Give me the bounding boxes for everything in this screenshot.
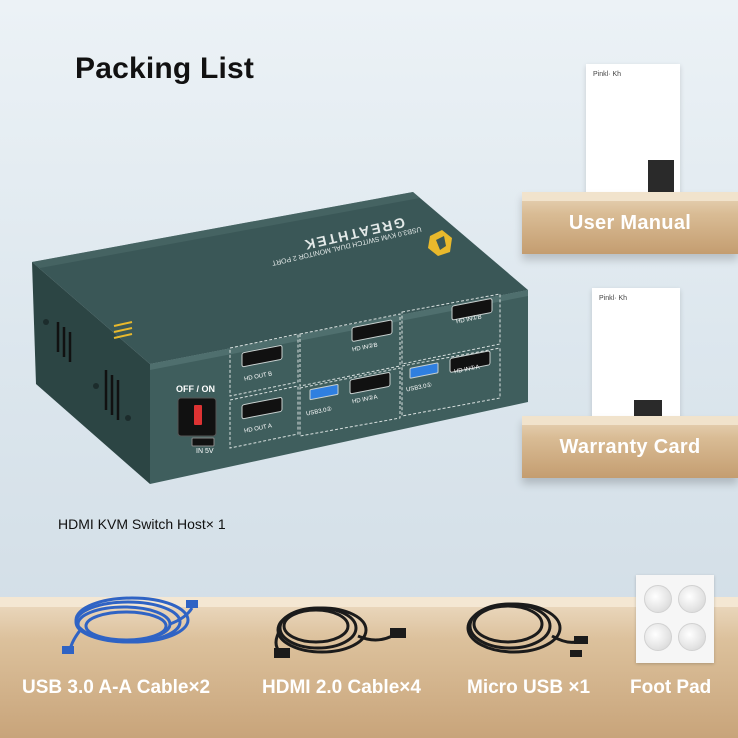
hdmi-port-in-1a <box>449 350 491 373</box>
foot-pad <box>678 585 706 613</box>
hdmi-port-in-2b <box>351 319 393 342</box>
usb-cable-bundle <box>68 596 194 651</box>
warranty-card-shelf: Warranty Card <box>522 416 738 478</box>
warranty-card-document: Pinkl· Kh <box>592 288 680 424</box>
device-top-face <box>32 192 528 364</box>
power-in-port <box>191 437 215 447</box>
micro-usb-cable-bundle <box>466 602 577 654</box>
user-manual-shelf: User Manual <box>522 192 738 254</box>
foot-pad <box>678 623 706 651</box>
hdmi-cable-label: HDMI 2.0 Cable×4 <box>262 677 421 698</box>
document-sticker <box>634 400 662 420</box>
warranty-card-label: Warranty Card <box>559 436 701 458</box>
document-sticker <box>648 160 674 192</box>
device-side-face <box>32 262 150 484</box>
power-label: OFF / ON <box>176 384 215 394</box>
hdmi-port-in-1b <box>451 298 493 321</box>
foot-pad-label: Foot Pad <box>630 677 712 698</box>
hdmi-cable-bundle <box>274 606 393 654</box>
power-in-label: IN 5V <box>196 448 214 455</box>
device-front-face <box>150 290 528 484</box>
main-product-caption: HDMI KVM Switch Host× 1 <box>58 516 226 532</box>
usb-port-2 <box>309 383 339 401</box>
usb-cable-label: USB 3.0 A-A Cable×2 <box>22 677 211 698</box>
foot-pad-sheet <box>636 575 714 663</box>
hdmi-port-out-a <box>241 397 283 420</box>
micro-usb-label: Micro USB ×1 <box>467 677 591 698</box>
accessories-shelf <box>0 597 738 738</box>
document-brand: Pinkl· Kh <box>593 71 622 78</box>
usb-port-1 <box>409 362 439 379</box>
foot-pad <box>644 585 672 613</box>
foot-pad <box>644 623 672 651</box>
page-title: Packing List <box>75 52 255 85</box>
user-manual-document: Pinkl· Kh <box>586 64 680 198</box>
hdmi-port-out-b <box>241 345 283 368</box>
user-manual-label: User Manual <box>568 212 692 234</box>
hdmi-port-in-2a <box>349 372 391 395</box>
document-brand: Pinkl· Kh <box>599 295 628 302</box>
